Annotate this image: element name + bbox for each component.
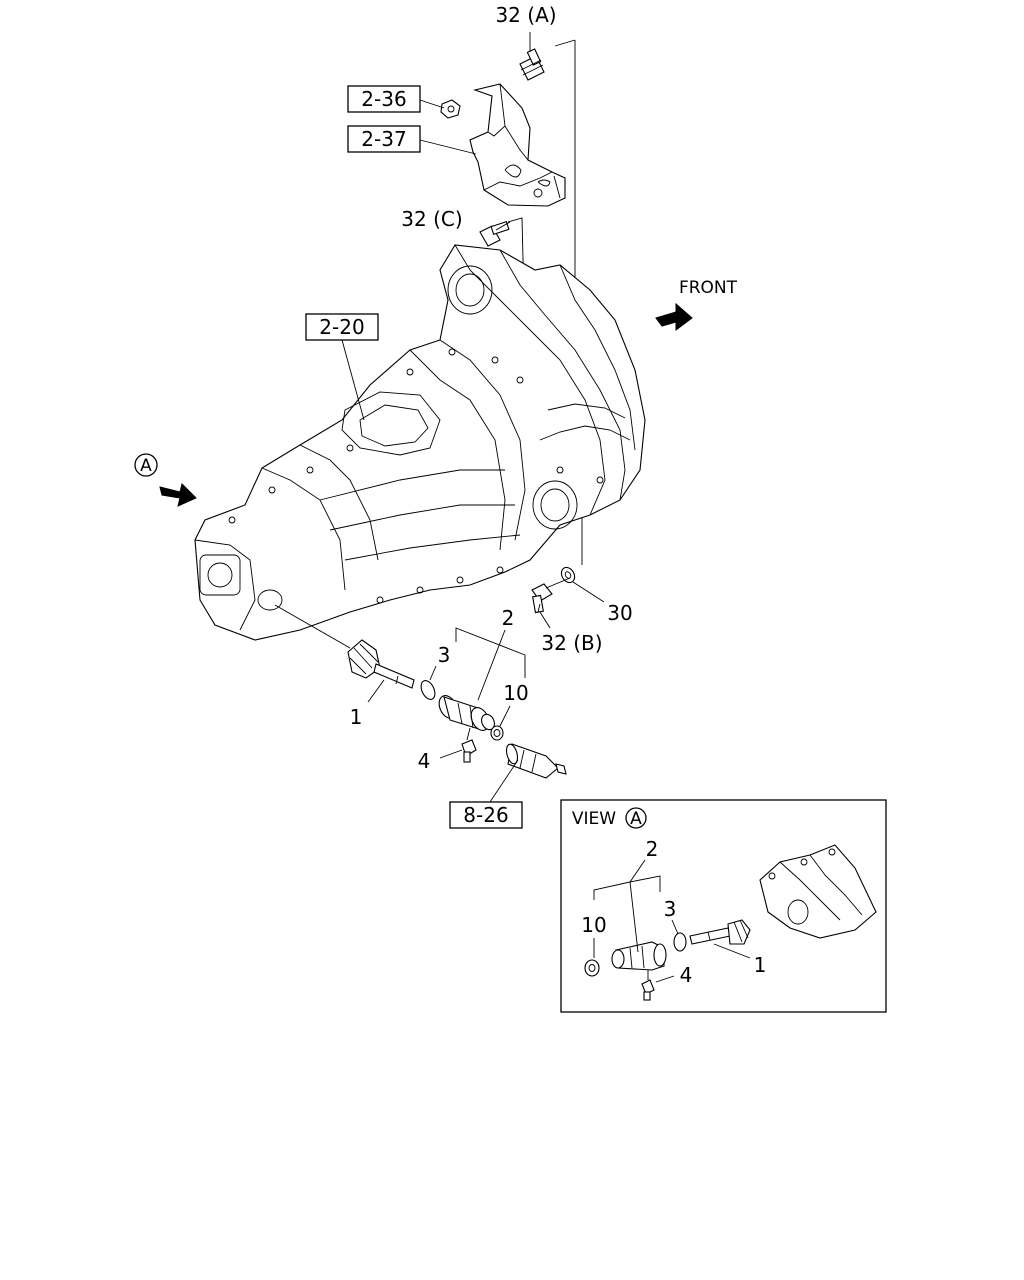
oring-3-icon [420,680,436,700]
view-oring-3-icon [673,932,687,952]
label-10: 10 [503,681,528,705]
view-gear-1-icon [689,919,751,945]
view-sleeve-2-icon [611,941,667,971]
bolt-4-icon [461,727,477,763]
ref-label-2-37: 2-37 [361,127,406,151]
sleeve-2-icon [438,695,495,731]
label-30: 30 [607,601,632,625]
label-4: 4 [418,749,431,773]
ref-label-2-36: 2-36 [361,87,406,111]
front-arrow-icon [655,302,693,331]
label-3: 3 [438,643,451,667]
view-label-2: 2 [646,837,659,861]
bolt-32c-icon [479,221,511,247]
bracket-icon [469,83,566,207]
view-label-1: 1 [754,953,767,977]
ref-label-8-26: 8-26 [463,803,508,827]
transmission-icon [194,244,646,641]
label-front: FRONT [679,278,738,298]
view-bolt-4-icon [641,970,655,1001]
ref-box-2-37: 2-37 [347,125,421,153]
label-bolt-32c: 32 (C) [401,207,462,231]
label-bolt-32b: 32 (B) [541,631,602,655]
view-label-10: 10 [581,913,606,937]
view-label-3: 3 [664,897,677,921]
ref-label-2-20: 2-20 [319,315,364,339]
view-label-4: 4 [680,963,693,987]
view-marker: A [630,809,642,829]
label-bolt-32a: 32 (A) [495,3,556,27]
view-a-marker-icon: A [134,453,158,477]
nut-icon [440,99,461,119]
bushing-10-icon [490,725,504,741]
ref-box-8-26: 8-26 [449,801,523,829]
view-a-marker: A [140,456,152,476]
view-a-inset: VIEW A 1 3 [560,799,887,1013]
view-arrow-icon [159,483,197,507]
label-1: 1 [350,705,363,729]
housing-icon [759,844,877,939]
ref-box-2-20: 2-20 [305,313,379,341]
view-bushing-10-icon [584,959,600,977]
bolt-32a-icon [519,48,545,81]
view-title: VIEW [572,809,616,829]
label-2: 2 [502,606,515,630]
ref-box-2-36: 2-36 [347,85,421,113]
washer-30-icon [560,566,576,584]
drive-gear-1-icon [347,639,415,689]
speed-sensor-icon [505,743,567,779]
bolt-32b-icon [531,583,553,614]
